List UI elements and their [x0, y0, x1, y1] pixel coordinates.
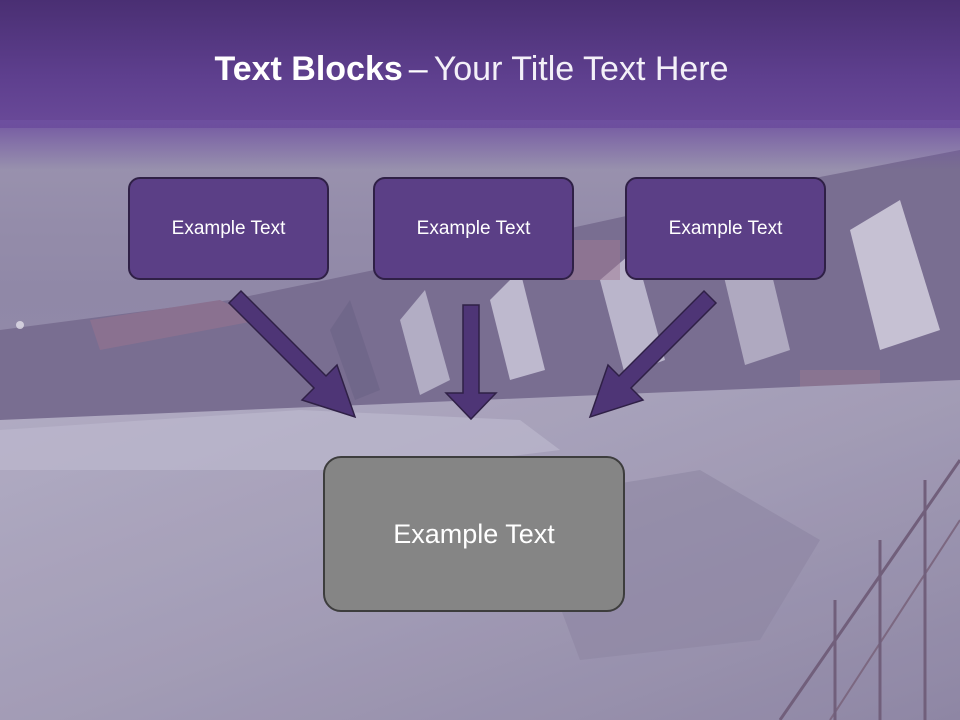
text-block-1-label: Example Text [171, 217, 286, 239]
text-block-1[interactable]: Example Text [128, 177, 329, 280]
text-block-3[interactable]: Example Text [625, 177, 826, 280]
title-bold: Text Blocks [214, 50, 403, 88]
header-band [0, 0, 960, 128]
title-rest: Your Title Text Here [433, 50, 729, 88]
text-block-3-label: Example Text [668, 217, 783, 239]
title-separator: – [408, 50, 428, 88]
arrow-left [227, 289, 357, 419]
target-text-block[interactable]: Example Text [323, 456, 625, 612]
header-fade [0, 120, 960, 170]
page-title: Text Blocks–Your Title Text Here [0, 52, 943, 86]
text-block-2[interactable]: Example Text [373, 177, 574, 280]
arrow-middle [444, 304, 498, 421]
arrow-right [588, 289, 718, 419]
target-text-block-label: Example Text [393, 518, 555, 549]
text-block-2-label: Example Text [416, 217, 531, 239]
